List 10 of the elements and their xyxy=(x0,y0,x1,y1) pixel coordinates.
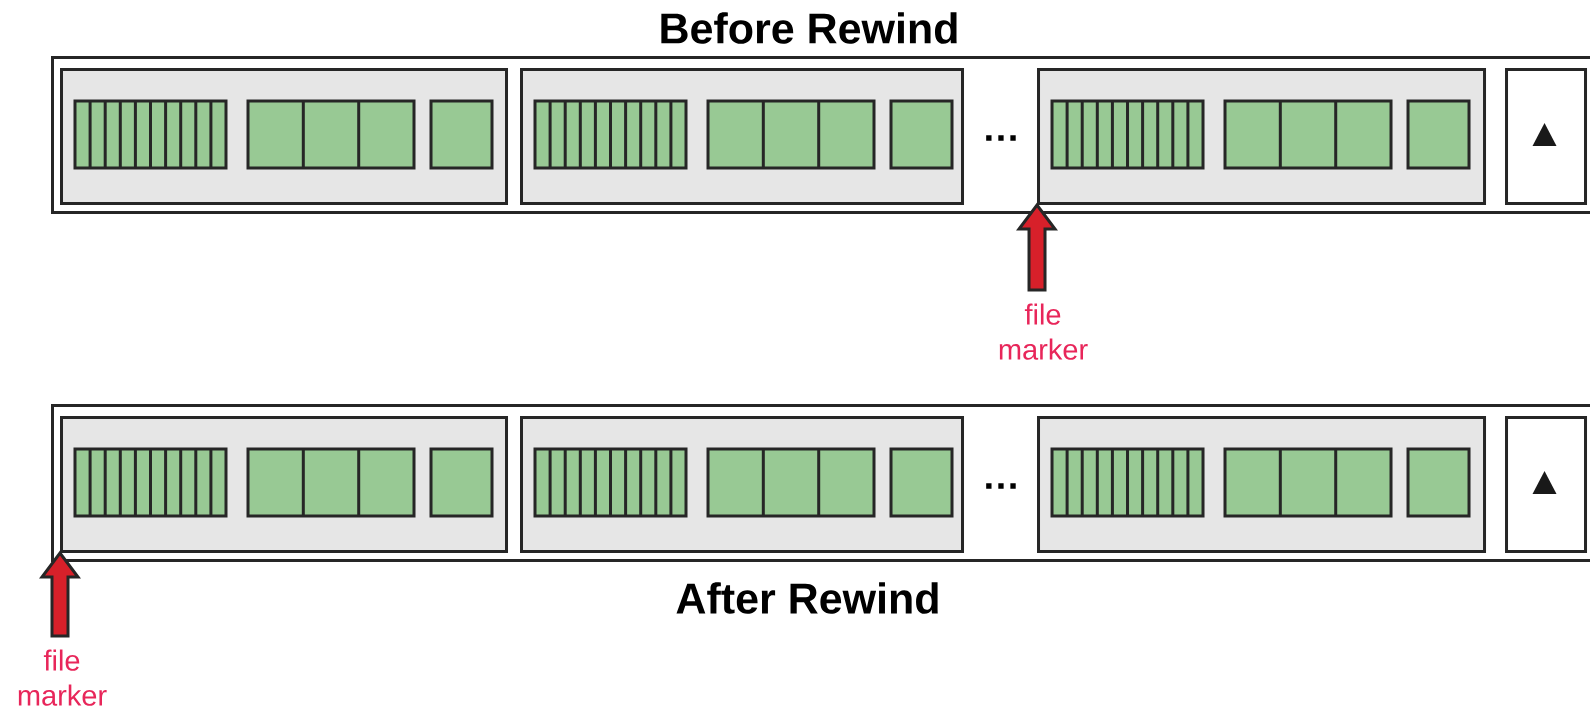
arrow xyxy=(39,550,81,638)
end-marker-box xyxy=(1505,68,1587,205)
ellipsis: … xyxy=(986,135,1016,141)
end-marker-box xyxy=(1505,416,1587,553)
marker-label: file marker xyxy=(999,303,1088,360)
arrow xyxy=(1016,202,1058,292)
ellipsis: … xyxy=(986,483,1016,489)
heading: Before Rewind xyxy=(661,12,957,44)
marker-label: file marker xyxy=(18,649,107,706)
heading: After Rewind xyxy=(676,582,938,614)
